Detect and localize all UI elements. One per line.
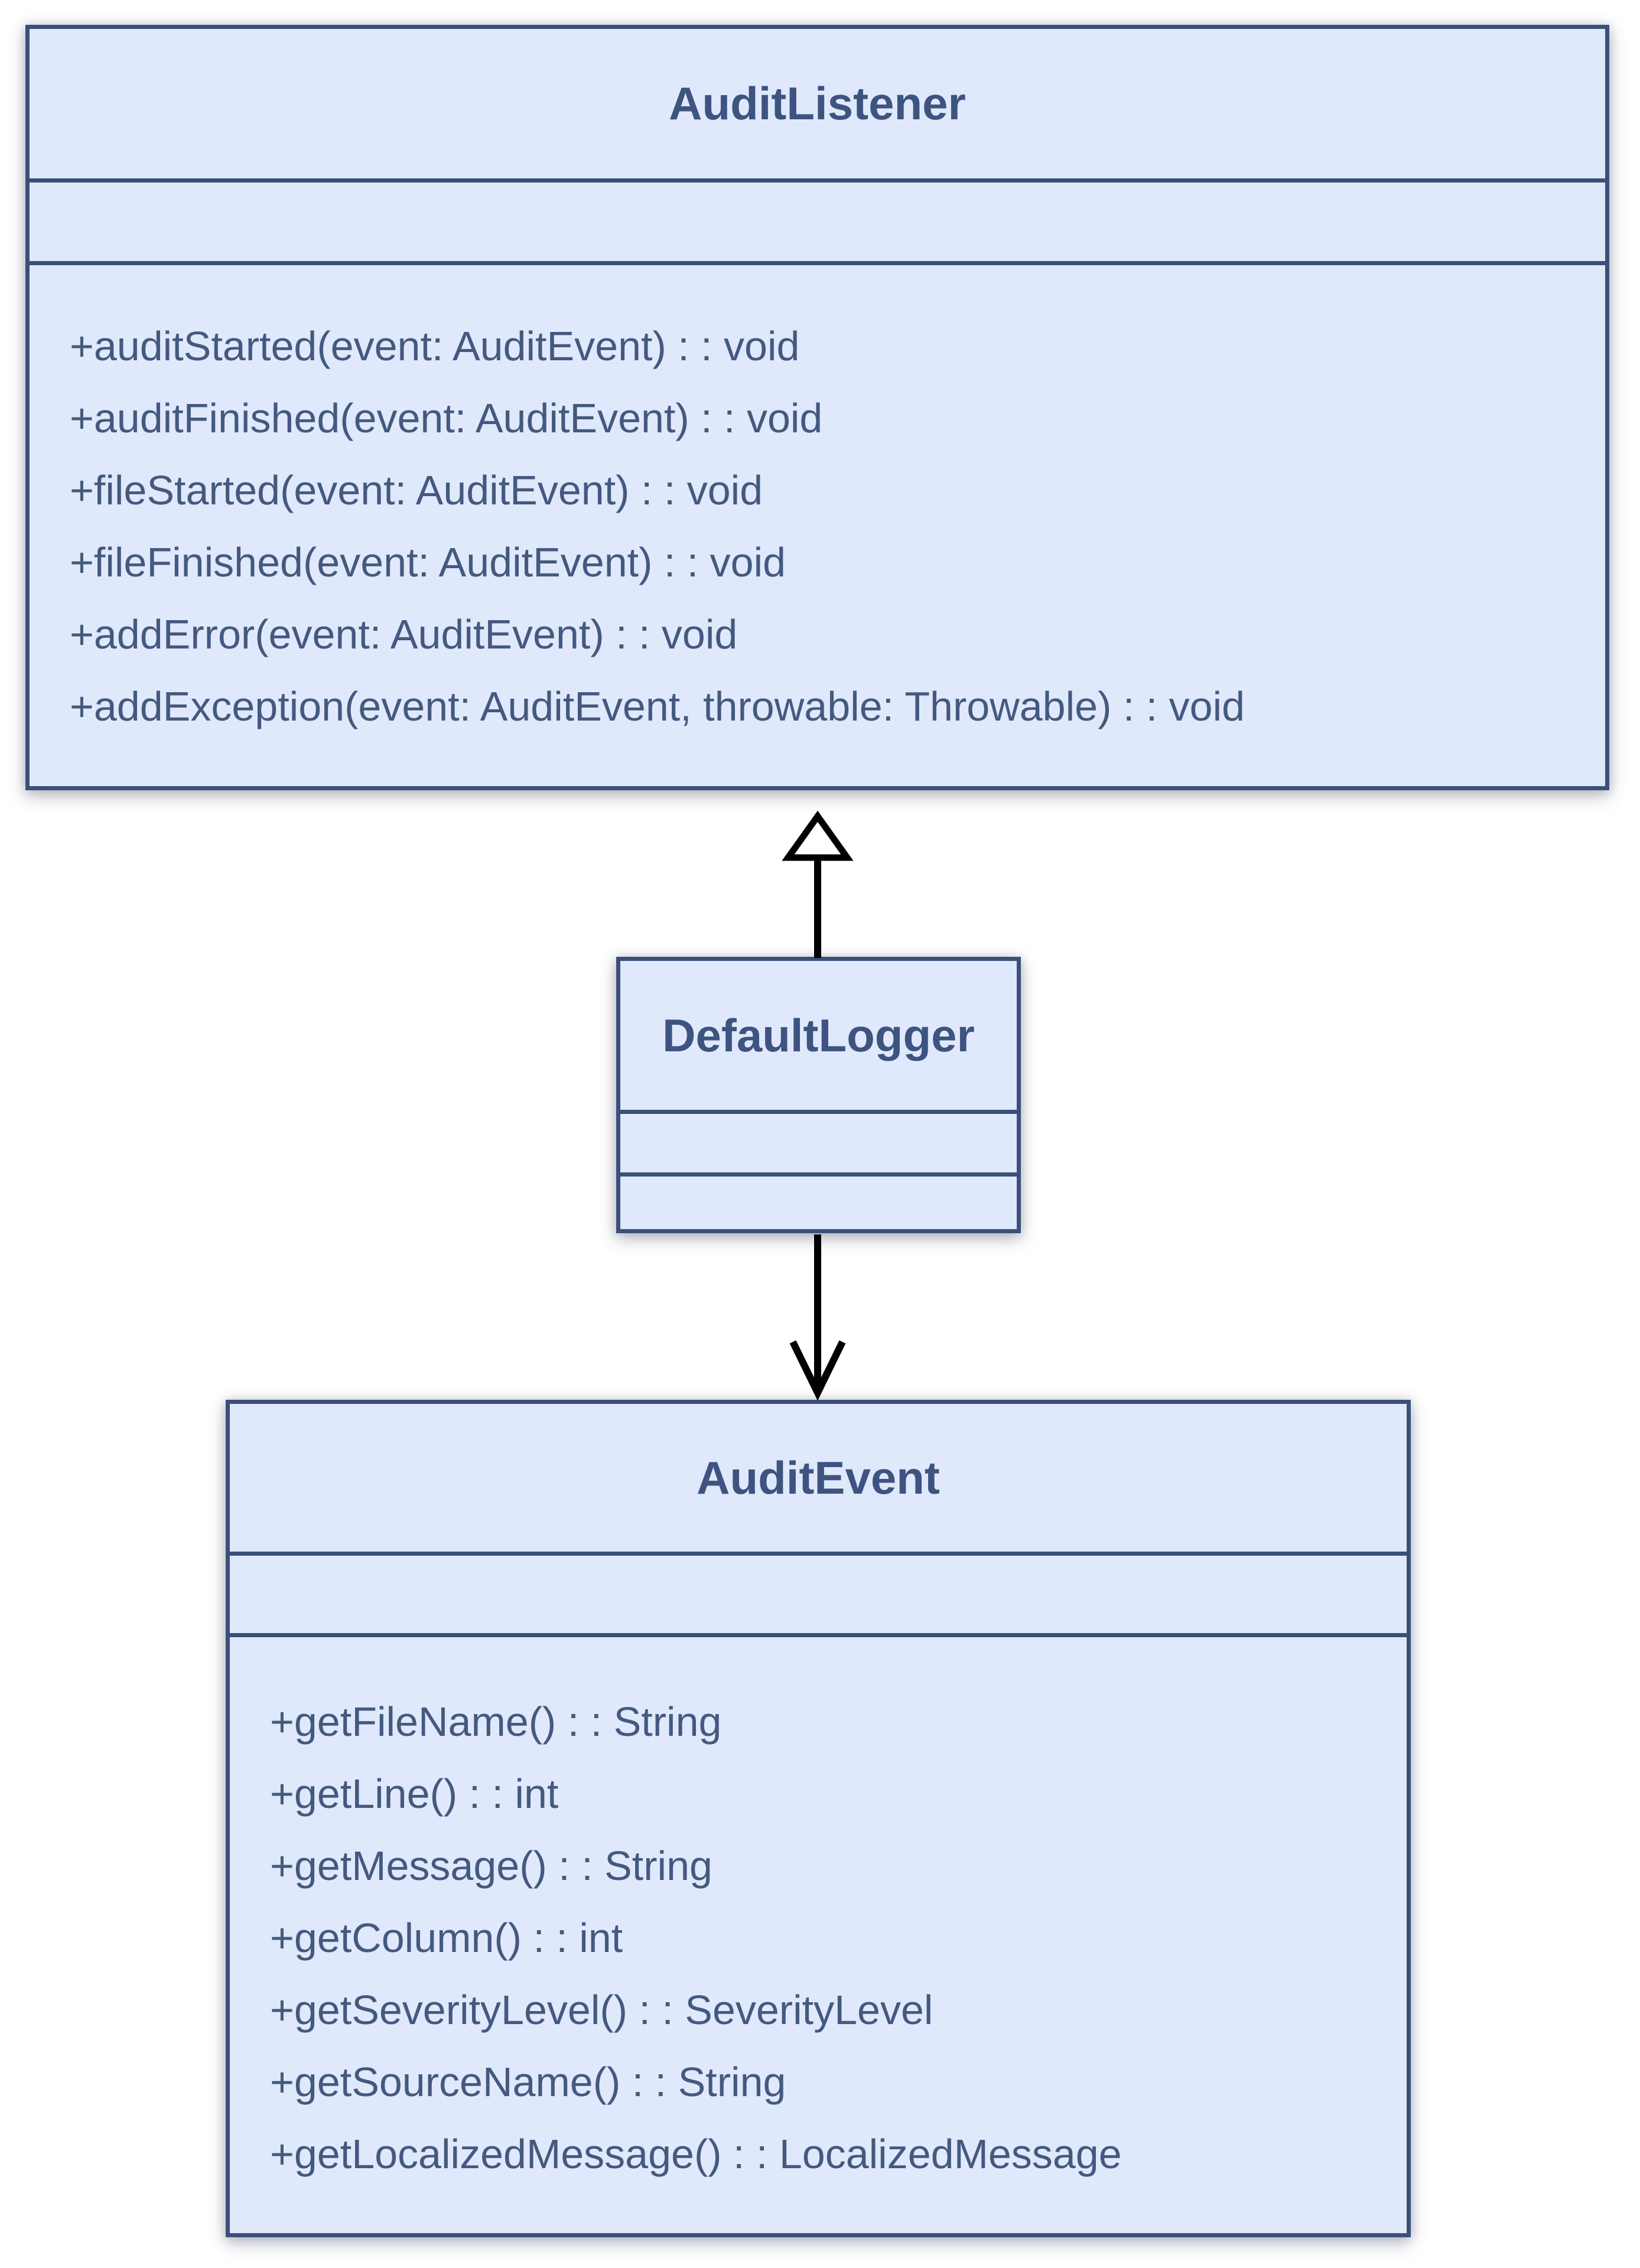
method-getseveritylevel: +getSeverityLevel() : : SeverityLevel (270, 1987, 933, 2033)
hollow-triangle-arrowhead-icon (782, 810, 854, 861)
methods-compartment-auditlistener: +auditStarted(event: AuditEvent) : : voi… (30, 261, 1605, 786)
method-addexception: +addException(event: AuditEvent, throwab… (70, 683, 1245, 729)
method-getsourcename: +getSourceName() : : String (270, 2059, 786, 2105)
method-auditstarted: +auditStarted(event: AuditEvent) : : voi… (70, 323, 800, 369)
class-box-auditevent: AuditEvent +getFileName() : : String +ge… (226, 1400, 1411, 2237)
class-box-auditlistener: AuditListener +auditStarted(event: Audit… (25, 25, 1609, 790)
attributes-compartment-auditevent (230, 1552, 1407, 1633)
method-getlocalizedmessage: +getLocalizedMessage() : : LocalizedMess… (270, 2131, 1122, 2177)
method-adderror: +addError(event: AuditEvent) : : void (70, 611, 738, 657)
attributes-compartment-auditlistener (30, 178, 1605, 261)
class-title-defaultlogger: DefaultLogger (662, 1009, 975, 1061)
method-auditfinished: +auditFinished(event: AuditEvent) : : vo… (70, 395, 823, 441)
realization-arrow (782, 810, 854, 958)
class-title-auditlistener: AuditListener (669, 77, 966, 129)
methods-compartment-auditevent: +getFileName() : : String +getLine() : :… (230, 1633, 1407, 2233)
method-getline: +getLine() : : int (270, 1771, 559, 1817)
method-getfilename: +getFileName() : : String (270, 1699, 722, 1745)
method-filefinished: +fileFinished(event: AuditEvent) : : voi… (70, 539, 786, 585)
association-arrow (789, 1234, 846, 1401)
class-title-auditevent: AuditEvent (697, 1451, 940, 1504)
methods-compartment-defaultlogger (620, 1172, 1017, 1229)
method-getcolumn: +getColumn() : : int (270, 1915, 623, 1961)
attributes-compartment-defaultlogger (620, 1110, 1017, 1172)
method-getmessage: +getMessage() : : String (270, 1843, 712, 1889)
open-arrowhead-icon (789, 1340, 846, 1401)
method-filestarted: +fileStarted(event: AuditEvent) : : void (70, 467, 763, 513)
class-box-defaultlogger: DefaultLogger (616, 957, 1021, 1233)
